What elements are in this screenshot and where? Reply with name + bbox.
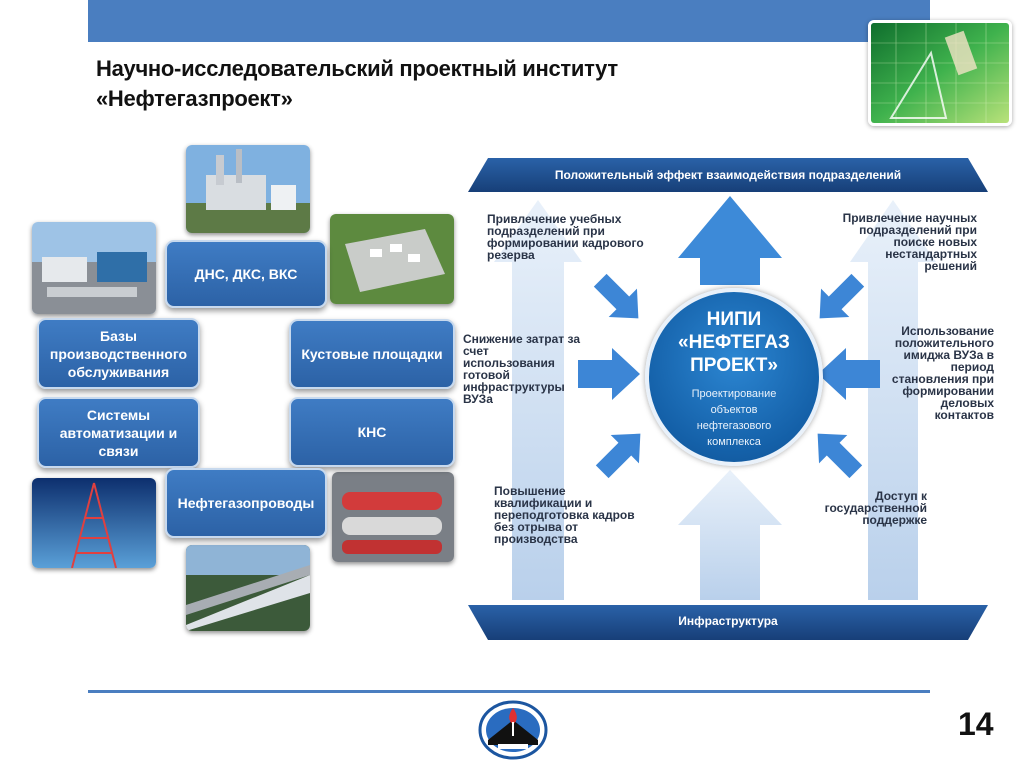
node-cluster-sites-label: Кустовые площадки — [301, 346, 443, 362]
node-automation-systems: Системы автоматизации и связи — [37, 397, 200, 468]
photo-pipeline — [186, 545, 310, 631]
node-kns: КНС — [289, 397, 455, 467]
bottom-rule — [88, 690, 930, 693]
top-up-arrow — [678, 196, 782, 285]
node-production-bases: Базы производственного обслуживания — [37, 318, 200, 389]
top-right-arrow — [819, 273, 865, 319]
right-light-arrow — [850, 200, 936, 600]
top-band — [468, 158, 988, 192]
title-line-1: Научно-исследовательский проектный инсти… — [96, 56, 618, 81]
node-dns-dks-vks: ДНС, ДКС, ВКС — [165, 240, 327, 308]
effect-3: Снижение затрат за счет использования го… — [463, 332, 580, 406]
left-light-arrow — [494, 200, 582, 600]
effect-5: Повышение квалификации и переподготовка … — [494, 484, 635, 546]
effect-1: Привлечение учебных подразделений при фо… — [487, 212, 644, 262]
bottom-band-label: Инфраструктура — [678, 614, 778, 628]
node-pipelines: Нефтегазопроводы — [165, 468, 327, 538]
title-line-2: «Нефтегазпроект» — [96, 86, 293, 111]
node-dns-dks-vks-label: ДНС, ДКС, ВКС — [194, 266, 298, 282]
top-band-label: Положительный эффект взаимодействия подр… — [554, 168, 902, 182]
bottom-up-arrow — [678, 470, 782, 600]
institute-logo — [478, 700, 548, 760]
photo-pump-station — [332, 472, 454, 562]
photo-industrial-plant — [186, 145, 310, 233]
node-pipelines-label: Нефтегазопроводы — [177, 495, 315, 511]
node-automation-systems-label: Системы автоматизации и связи — [59, 406, 178, 459]
corner-photo — [868, 20, 1012, 126]
node-cluster-sites: Кустовые площадки — [289, 319, 455, 389]
page-number: 14 — [958, 706, 994, 742]
top-bar — [88, 0, 930, 42]
bottom-left-arrow — [595, 433, 641, 479]
bottom-band — [468, 605, 988, 640]
page-title: Научно-исследовательский проектный инсти… — [96, 54, 796, 114]
node-production-bases-label: Базы производственного обслуживания — [49, 327, 188, 380]
center-title: НИПИ «НЕФТЕГАЗ ПРОЕКТ» — [678, 309, 790, 376]
effect-4: Использование положительного имиджа ВУЗа… — [891, 324, 994, 422]
photo-cluster-site — [330, 214, 454, 304]
photo-production-base — [32, 222, 156, 314]
bottom-right-arrow — [817, 433, 863, 479]
right-arrow — [818, 348, 880, 400]
left-arrow — [578, 348, 640, 400]
node-kns-label: КНС — [357, 424, 387, 440]
top-left-arrow — [593, 273, 639, 319]
center-circle: НИПИ «НЕФТЕГАЗ ПРОЕКТ» Проектирование об… — [645, 288, 823, 466]
effect-6: Доступ к государственной поддержке — [824, 489, 927, 527]
effect-2: Привлечение научных подразделений при по… — [842, 211, 977, 273]
center-subtitle: Проектирование объектов нефтегазового ко… — [691, 388, 777, 448]
photo-telecom-tower — [32, 478, 156, 568]
